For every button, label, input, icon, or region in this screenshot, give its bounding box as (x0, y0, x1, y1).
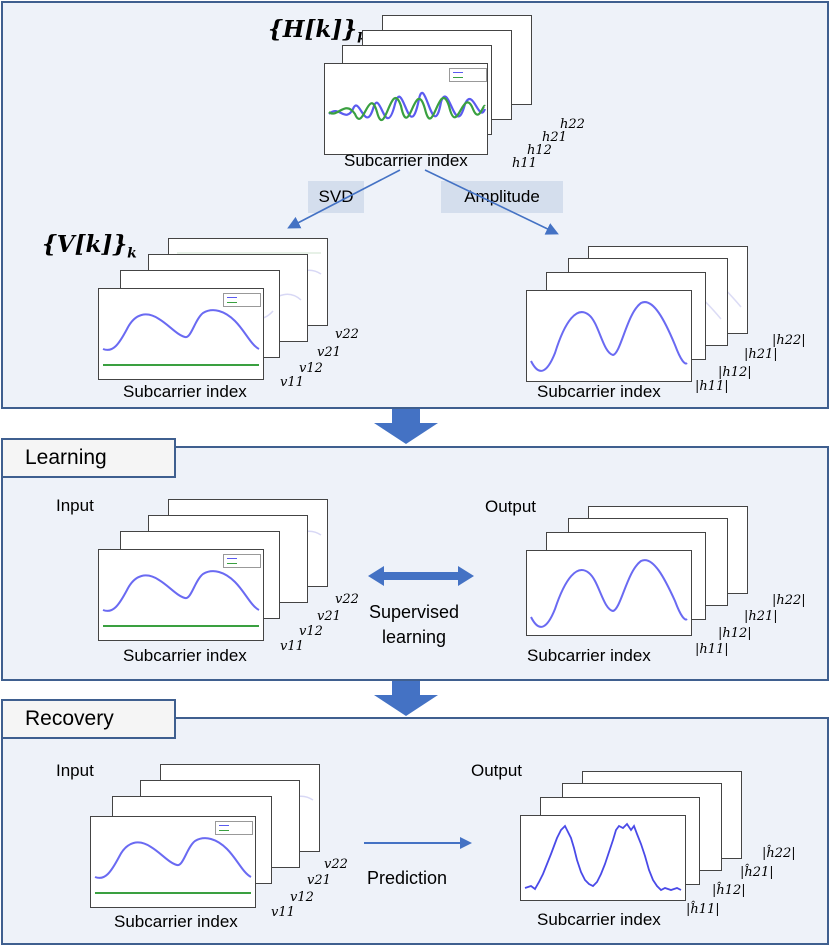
amplitude-chip: Amplitude (441, 181, 563, 213)
rv21-label: v21 (307, 873, 331, 888)
v-legend (223, 293, 261, 307)
rv22-label: v22 (324, 857, 348, 872)
hat-h21-label: |ĥ21| (740, 865, 774, 880)
learning-input-xaxis-label: Subcarrier index (123, 646, 247, 665)
lamp-card-front (526, 550, 692, 636)
h-card-front (324, 63, 488, 155)
recovery-title: Recovery (1, 699, 176, 739)
h-channel-stack (300, 15, 590, 175)
hat-h11-label: |ĥ11| (686, 902, 720, 917)
learning-output-xaxis-label: Subcarrier index (527, 646, 651, 665)
recovery-output-label: Output (471, 761, 523, 780)
svd-chip: SVD (308, 181, 364, 213)
h22-label: h22 (560, 117, 585, 132)
v-matrix-label: {V[k]}k (42, 231, 137, 262)
v12-label: v12 (299, 361, 323, 376)
amp-stack-learning (506, 500, 806, 650)
amp-xaxis-label: Subcarrier index (537, 382, 661, 401)
rv-legend (215, 821, 253, 835)
rv-card-front (90, 816, 256, 908)
lv-card-front (98, 549, 264, 641)
h-legend (449, 68, 487, 82)
supervised-label-line2: learning (382, 627, 447, 647)
h-xaxis-label: Subcarrier index (344, 151, 468, 170)
v11-label: v11 (280, 375, 304, 390)
l-abs-h21-label: |h21| (744, 609, 778, 624)
lv22-label: v22 (335, 592, 359, 607)
amp-stack-top (506, 238, 806, 388)
amp-card-front (526, 290, 692, 382)
abs-h12-label: |h12| (718, 365, 752, 380)
lv12-label: v12 (299, 624, 323, 639)
recovery-output-xaxis-label: Subcarrier index (537, 910, 661, 929)
v22-label: v22 (335, 327, 359, 342)
abs-h21-label: |h21| (744, 347, 778, 362)
rv11-label: v11 (271, 905, 295, 920)
v21-label: v21 (317, 345, 341, 360)
learning-input-label: Input (56, 496, 94, 515)
down-arrow-2 (374, 681, 438, 716)
learning-title: Learning (1, 438, 176, 478)
h11-label: h11 (512, 156, 537, 171)
recovery-input-label: Input (56, 761, 94, 780)
hat-h12-label: |ĥ12| (712, 883, 746, 898)
prediction-arrow (364, 837, 472, 849)
v-xaxis-label: Subcarrier index (123, 382, 247, 401)
lv21-label: v21 (317, 609, 341, 624)
learning-output-label: Output (485, 497, 537, 516)
v-stack-top (72, 230, 372, 390)
supervised-label-line1: Supervised (369, 602, 460, 622)
abs-h22-label: |h22| (772, 333, 806, 348)
rv12-label: v12 (290, 890, 314, 905)
v-stack-learning (72, 493, 372, 653)
hat-h22-label: |ĥ22| (762, 846, 796, 861)
l-abs-h11-label: |h11| (695, 642, 729, 657)
hat-stack-recovery (500, 765, 800, 915)
recovery-input-xaxis-label: Subcarrier index (114, 912, 238, 931)
h-matrix-label: {H[k]}k (268, 16, 367, 46)
l-abs-h12-label: |h12| (718, 626, 752, 641)
lv11-label: v11 (280, 639, 304, 654)
down-arrow-1 (374, 409, 438, 444)
h12-label: h12 (527, 143, 552, 158)
v-card-front (98, 288, 264, 380)
l-abs-h22-label: |h22| (772, 593, 806, 608)
v-stack-recovery (64, 758, 364, 918)
h21-label: h21 (542, 130, 567, 145)
lv-legend (223, 554, 261, 568)
rh-card-front (520, 815, 686, 901)
abs-h11-label: |h11| (695, 379, 729, 394)
supervised-double-arrow (368, 566, 474, 586)
prediction-label: Prediction (367, 868, 448, 888)
